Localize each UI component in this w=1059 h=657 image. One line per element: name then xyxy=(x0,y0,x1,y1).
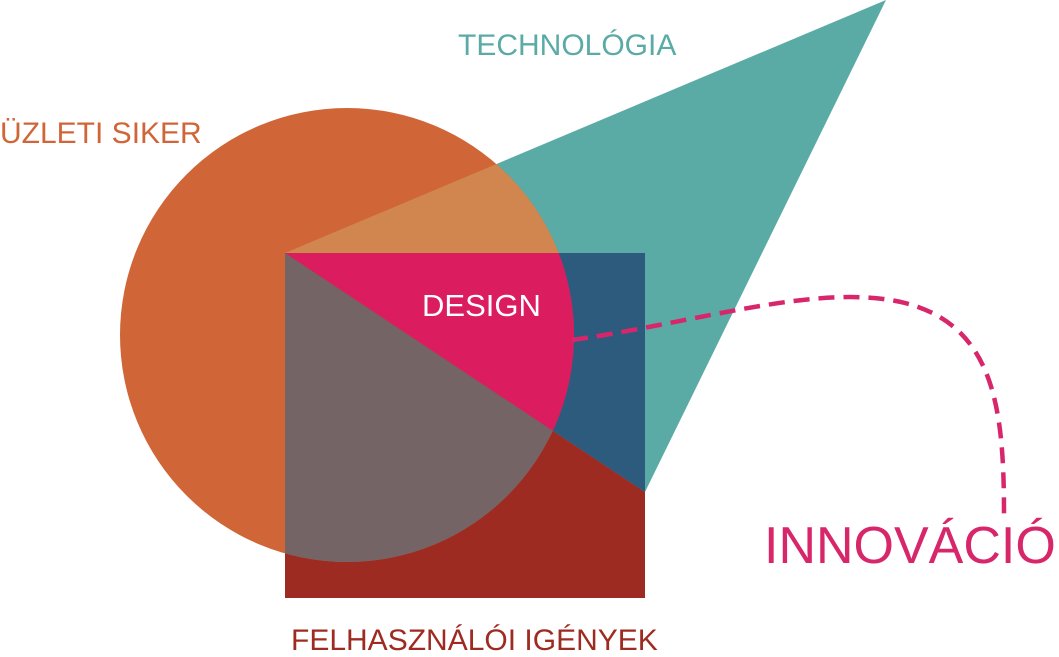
user-needs-label: FELHASZNÁLÓI IGÉNYEK xyxy=(291,624,658,657)
innovation-dashed-curve xyxy=(571,294,1007,516)
innovation-label: INNOVÁCIÓ xyxy=(764,517,1056,575)
technology-triangle xyxy=(285,0,886,492)
technology-label: TECHNOLÓGIA xyxy=(458,29,676,62)
design-label: DESIGN xyxy=(422,288,541,323)
business-label: ÜZLETI SIKER xyxy=(0,117,202,150)
